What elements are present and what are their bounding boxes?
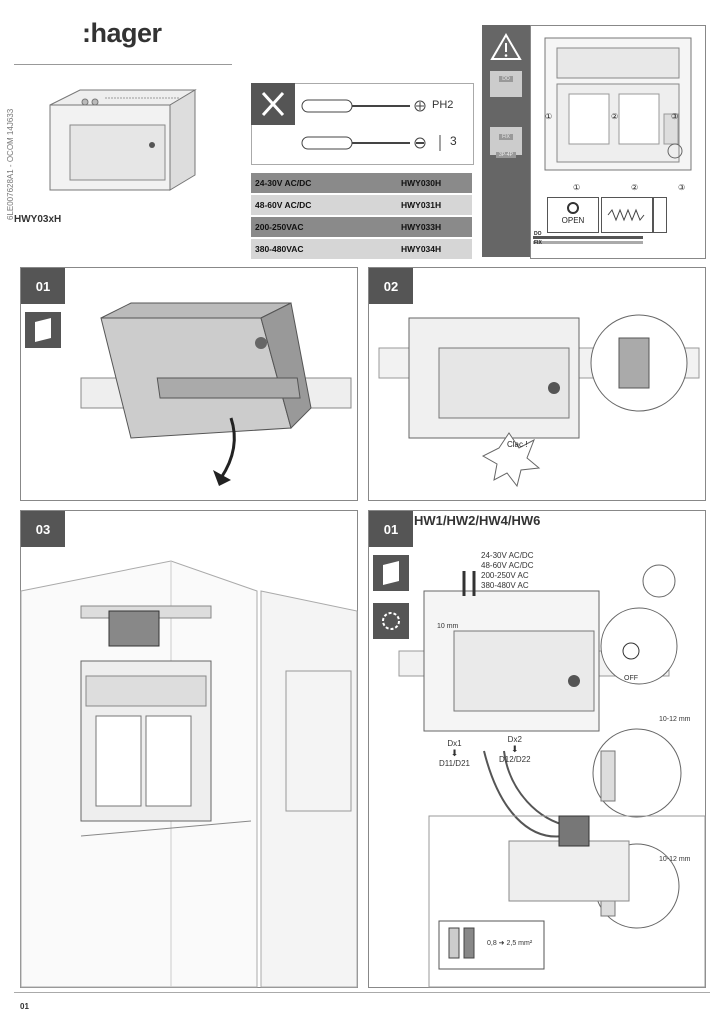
dx2-label: Dx2 ⬇ D12/D22 (499, 735, 531, 764)
page-number: 01 (20, 1002, 29, 1011)
wiring-icon (373, 603, 409, 639)
clip-illustration (378, 314, 700, 488)
cabinet-installation-illustration (20, 560, 358, 988)
strip-length-3-label: 10-12 mm (659, 856, 691, 863)
open-box: OPEN (547, 197, 599, 233)
warning-diagram: ① ② ③ ① ② ③ OPEN DO FIX (530, 25, 706, 259)
label-do: DO (482, 76, 530, 82)
breaker-do-icon (490, 71, 522, 97)
step-panel-wiring: 01 HW1/HW2/HW4/HW6 24-30V AC/DC 48-60V A… (368, 510, 706, 988)
clac-label: Clac ! (507, 440, 528, 449)
tools-icon (251, 83, 295, 125)
voltage-list: 24-30V AC/DC 48-60V AC/DC 200-250V AC 38… (481, 551, 534, 590)
step-number: 03 (21, 511, 65, 547)
step-number: 01 (21, 268, 65, 304)
flat-size-label: 3 (450, 134, 457, 148)
product-illustration (49, 89, 197, 191)
spring-charge-box (601, 197, 653, 233)
warning-sidebar (482, 25, 530, 257)
step-panel-02: 02 Clac ! (368, 267, 706, 501)
contact-box (653, 197, 667, 233)
document-code: 6LE007628A1 - OCOM 14J633 (6, 108, 15, 220)
hager-logo: :hager (82, 18, 162, 48)
warning-icon (490, 33, 522, 60)
footer-divider (14, 992, 710, 993)
screwdriver-flat-icon (301, 135, 441, 151)
step-panel-03: 03 (20, 510, 358, 988)
model-title: HW1/HW2/HW4/HW6 (414, 513, 541, 528)
label-fix: FIX (482, 134, 530, 140)
strip-length-2-label: 10-12 mm (659, 716, 691, 723)
divider (14, 64, 232, 65)
wire-section-label: 0,8 ➜ 2,5 mm² (487, 940, 533, 947)
step-number: 01 (369, 511, 413, 547)
wiring-illustration (398, 564, 706, 988)
product-name: HWY03xH (14, 214, 62, 225)
mount-icon (25, 312, 61, 348)
ph2-label: PH2 (432, 99, 454, 111)
label-3p-4p: 3P-4P (482, 152, 530, 158)
din-rail-mount-illustration (80, 302, 352, 486)
off-label: OFF (624, 675, 638, 682)
step-panel-01: 01 (20, 267, 358, 501)
step-number: 02 (369, 268, 413, 304)
breaker-fix-icon (490, 127, 522, 155)
mount-icon (373, 555, 409, 591)
dx1-label: Dx1 ⬇ D11/D21 (439, 739, 470, 768)
strip-length-label: 10 mm (437, 623, 459, 630)
screwdriver-ph2-icon (301, 99, 426, 113)
